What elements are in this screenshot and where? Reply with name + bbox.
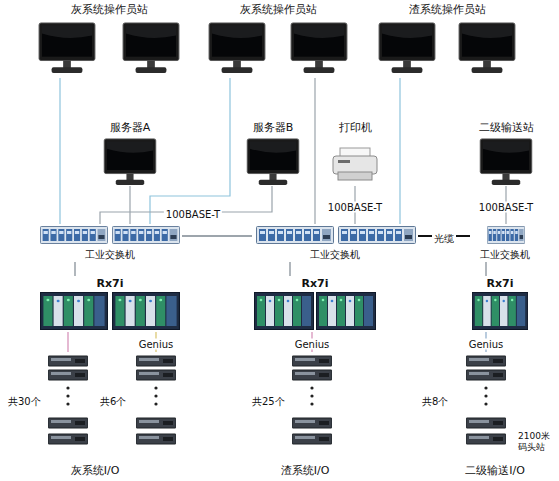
plc-rack (41, 293, 108, 330)
printer-icon (333, 148, 377, 180)
switch-icon (40, 227, 107, 244)
equipment-node: 工业交换机 (470, 224, 540, 262)
network-cable (150, 78, 230, 224)
cable-label-holder: Genius (467, 333, 506, 352)
network-cable (485, 262, 486, 276)
equipment-node: 服务器B (240, 120, 306, 186)
server-monitor (104, 139, 156, 185)
network-cable (399, 78, 400, 224)
equipment-node: 共6个 (98, 352, 180, 452)
network-cable (59, 78, 60, 224)
node-label: 灰系统操作员站 (71, 3, 148, 16)
plc-rack (255, 293, 314, 330)
cable-label: Genius (467, 339, 506, 350)
switch-icon (112, 227, 179, 244)
node-label: 二级输送站 (479, 121, 534, 134)
network-cable (289, 262, 290, 276)
network-cable (129, 186, 130, 224)
switch-icon (487, 227, 525, 244)
node-label: 服务器A (110, 121, 151, 134)
operator-monitor (39, 23, 95, 73)
network-cable (67, 332, 68, 352)
operator-monitor (209, 23, 265, 73)
equipment-node: 二级输送站 (470, 120, 542, 186)
network-cable (182, 235, 252, 236)
equipment-node: 灰系统操作员站 (202, 2, 354, 78)
equipment-node: 工业交换机 (38, 224, 182, 262)
equipment-node: 服务器A (95, 120, 165, 186)
io-module-column (466, 356, 506, 444)
plc-rack (317, 293, 376, 330)
operator-monitor (379, 23, 435, 73)
node-label: 共6个 (100, 396, 126, 408)
io-module-column (48, 356, 88, 444)
network-cable (100, 186, 272, 224)
cable-label: 100BASE-T (164, 209, 222, 220)
plc-rack (472, 293, 527, 330)
cable-label-holder: Genius (293, 333, 332, 352)
node-label: 共25个 (252, 396, 285, 408)
equipment-node: Rx7i (38, 276, 182, 332)
group-label: 二级输送I/O (463, 464, 527, 477)
equipment-node: 共25个 (250, 352, 340, 452)
cable-label: Genius (293, 339, 332, 350)
io-module-column (292, 356, 332, 444)
cable-label: 100BASE-T (326, 202, 384, 213)
equipment-node: Rx7i (468, 276, 532, 332)
io-module-column (136, 356, 176, 444)
server-monitor (247, 139, 299, 185)
equipment-node: 工业交换机 (252, 224, 418, 262)
cable-label-holder: Genius (137, 333, 176, 352)
equipment-node: 打印机 (325, 120, 385, 186)
cable-label: Genius (137, 339, 176, 350)
node-label: 工业交换机 (85, 249, 135, 261)
cable-label: 光缆 (432, 233, 456, 244)
plc-rack (113, 293, 180, 330)
node-label: 灰系统操作员站 (240, 3, 317, 16)
node-label: 2100米码头站 (518, 431, 554, 452)
cable-label: 100BASE-T (477, 202, 535, 213)
switch-icon (339, 227, 416, 244)
equipment-node: 共30个 (6, 352, 90, 452)
group-label: 渣系统I/O (279, 464, 332, 477)
operator-monitor (123, 23, 179, 73)
node-label: 共8个 (422, 396, 448, 408)
node-label: 打印机 (339, 121, 372, 134)
equipment-node: 渣系统操作员站 (372, 2, 522, 78)
node-label: Rx7i (302, 277, 329, 290)
cable-label-holder: 100BASE-T (164, 203, 222, 222)
group-label: 灰系统I/O (69, 464, 122, 477)
station-monitor (480, 139, 532, 185)
equipment-node: 灰系统操作员站 (32, 2, 186, 78)
node-label: Rx7i (97, 277, 124, 290)
operator-monitor (291, 23, 347, 73)
node-label: 服务器B (253, 121, 294, 134)
network-cable (314, 78, 315, 224)
switch-icon (257, 227, 334, 244)
node-label: 共30个 (8, 396, 41, 408)
node-label: 工业交换机 (480, 249, 530, 261)
group-label-holder: 灰系统I/O (69, 459, 122, 478)
equipment-node: 共8个 2100米码头站 (420, 352, 556, 452)
group-label-holder: 渣系统I/O (279, 459, 332, 478)
node-label: 工业交换机 (310, 249, 360, 261)
network-cable (74, 262, 75, 276)
node-label: 渣系统操作员站 (409, 3, 486, 16)
cable-label-holder: 光缆 (432, 227, 456, 246)
operator-monitor (459, 23, 515, 73)
cable-label-holder: 100BASE-T (326, 196, 384, 215)
cable-label-holder: 100BASE-T (477, 196, 535, 215)
group-label-holder: 二级输送I/O (463, 459, 527, 478)
node-label: Rx7i (487, 277, 514, 290)
equipment-node: Rx7i (252, 276, 378, 332)
